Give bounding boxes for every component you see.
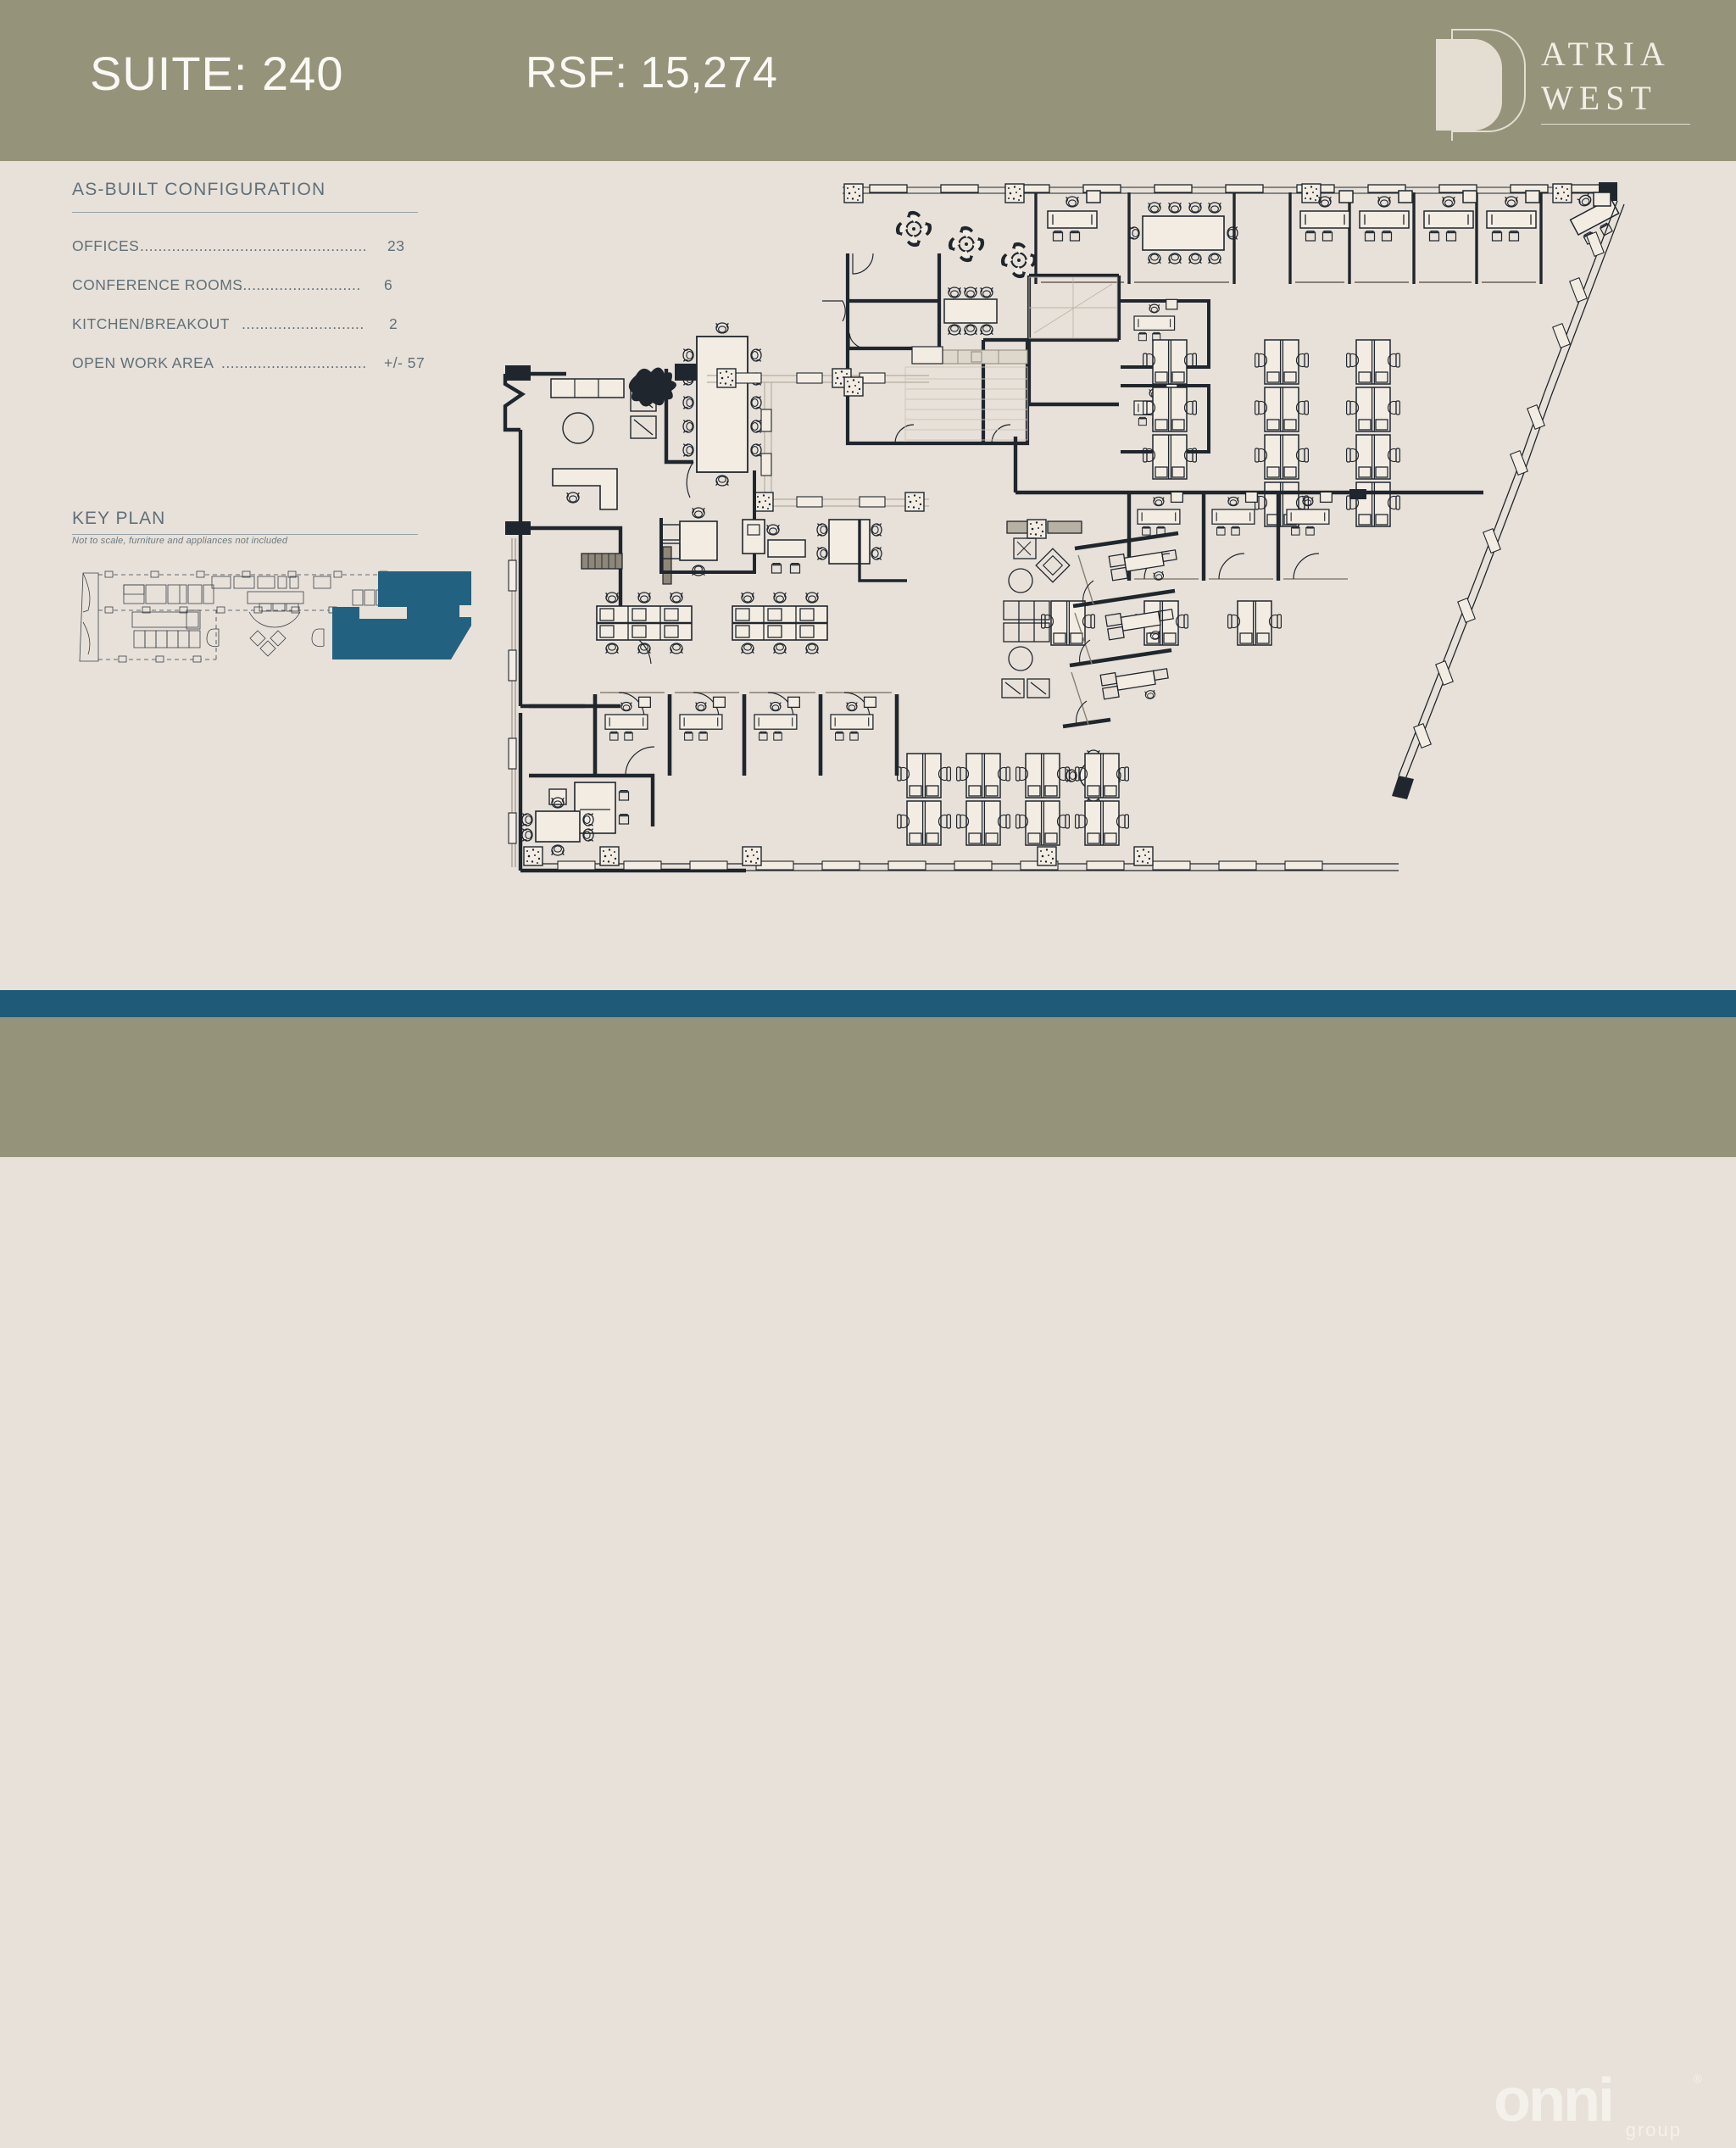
core-north bbox=[822, 253, 1210, 454]
keyplan-diagram bbox=[68, 566, 492, 668]
config-value: +/- 57 bbox=[384, 354, 426, 371]
se-angled-offices bbox=[1062, 531, 1179, 802]
stair-core bbox=[1028, 276, 1118, 339]
east-office-row bbox=[1013, 437, 1483, 581]
west-office-desk bbox=[548, 782, 630, 834]
north-boardroom bbox=[1128, 202, 1238, 264]
corner-office-ne bbox=[1569, 192, 1620, 245]
config-panel-title: AS-BUILT CONFIGURATION bbox=[72, 180, 326, 199]
east-angled-wall bbox=[1392, 200, 1625, 799]
north-offices bbox=[1034, 192, 1543, 284]
reception-desk bbox=[552, 468, 618, 510]
registered-trademark-icon: ® bbox=[1693, 2072, 1702, 2085]
config-row-kitchen-breakout: KITCHEN/BREAKOUT .......................… bbox=[72, 315, 428, 354]
config-dots: ................................ bbox=[221, 354, 367, 371]
center-huddle bbox=[581, 470, 907, 582]
keyplan-highlight-zone bbox=[332, 571, 471, 659]
cafe-tables bbox=[894, 209, 1038, 280]
reception-seating bbox=[550, 367, 676, 444]
lounge-breakout bbox=[1001, 519, 1082, 698]
stair-run bbox=[904, 366, 1028, 441]
rounded-arch-mark-icon bbox=[1433, 29, 1527, 141]
sw-round-table bbox=[521, 797, 594, 856]
printer-station bbox=[742, 519, 806, 574]
config-label: OPEN WORK AREA bbox=[72, 354, 214, 371]
south-bench-field bbox=[898, 754, 1129, 845]
logo-line-1: ATRIA bbox=[1541, 35, 1671, 73]
onni-subtext: group bbox=[1625, 2119, 1682, 2140]
atria-west-logo: ATRIA WEST bbox=[1433, 24, 1690, 142]
floor-plan-drawing bbox=[500, 182, 1695, 971]
footer-accent-bar bbox=[0, 990, 1736, 1017]
south-office-row bbox=[593, 692, 899, 776]
config-dots: ........................... bbox=[238, 276, 361, 293]
west-wing bbox=[503, 322, 929, 873]
south-bench-cluster-a bbox=[596, 592, 828, 654]
keyplan-note: Not to scale, furniture and appliances n… bbox=[72, 536, 288, 546]
logo-line-2: WEST bbox=[1541, 79, 1657, 117]
config-dots: ........................................… bbox=[140, 237, 368, 254]
south-wall bbox=[523, 846, 1399, 871]
center-meeting-table bbox=[816, 519, 882, 565]
config-value: 2 bbox=[389, 315, 398, 332]
config-divider bbox=[72, 212, 418, 213]
logo-underline bbox=[1541, 124, 1690, 125]
footer-band: onni group ® bbox=[0, 1017, 1736, 2140]
config-label: CONFERENCE ROOMS bbox=[72, 276, 243, 293]
kitchen-counter bbox=[911, 346, 1028, 364]
suite-title: SUITE: 240 bbox=[90, 47, 344, 100]
east-mid-pods bbox=[1042, 601, 1282, 645]
config-row-offices: OFFICES ................................… bbox=[72, 237, 428, 276]
north-wing bbox=[843, 182, 1620, 284]
keyplan-divider bbox=[72, 534, 418, 535]
config-label: KITCHEN/BREAKOUT bbox=[72, 315, 230, 332]
config-value: 23 bbox=[387, 237, 405, 254]
core-meeting-table bbox=[943, 287, 998, 336]
keyplan-title: KEY PLAN bbox=[72, 509, 166, 528]
misc-columns bbox=[675, 364, 864, 397]
config-label: OFFICES bbox=[72, 237, 140, 254]
config-row-open-work-area: OPEN WORK AREA .........................… bbox=[72, 354, 428, 393]
config-dots: ........................... bbox=[242, 315, 364, 332]
onni-group-logo: onni group ® bbox=[1494, 2070, 1702, 2148]
main-boardroom bbox=[682, 322, 762, 487]
plant-icon bbox=[628, 367, 676, 407]
config-value: 6 bbox=[384, 276, 393, 293]
rsf-title: RSF: 15,274 bbox=[526, 48, 778, 97]
header-band: SUITE: 240 RSF: 15,274 ATRIA WEST bbox=[0, 0, 1736, 161]
huddle-desk bbox=[660, 507, 718, 576]
config-row-conference-rooms: CONFERENCE ROOMS .......................… bbox=[72, 276, 428, 315]
config-list: OFFICES ................................… bbox=[72, 237, 428, 393]
